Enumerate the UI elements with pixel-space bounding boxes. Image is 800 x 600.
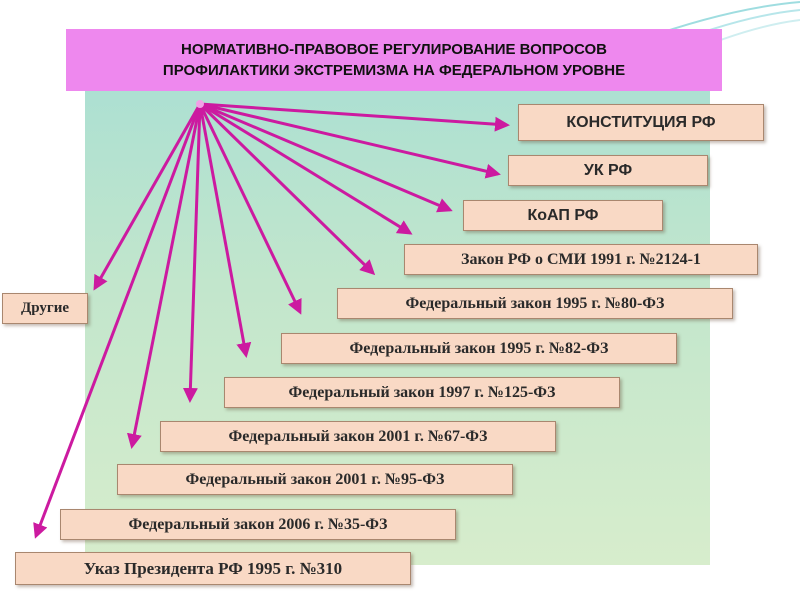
box-law-2006-35: Федеральный закон 2006 г. №35-ФЗ: [60, 509, 456, 540]
box-smi-law: Закон РФ о СМИ 1991 г. №2124-1: [404, 244, 758, 275]
title-line-1: НОРМАТИВНО-ПРАВОВОЕ РЕГУЛИРОВАНИЕ ВОПРОС…: [181, 41, 607, 58]
arrow-to-law-125: [198, 103, 252, 358]
box-law-1995-80: Федеральный закон 1995 г. №80-ФЗ: [337, 288, 733, 319]
box-law-1995-82: Федеральный закон 1995 г. №82-ФЗ: [281, 333, 677, 364]
arrow-to-other: [93, 103, 202, 291]
arrow-to-law-80: [198, 102, 376, 276]
arrow-to-decree: [33, 103, 202, 539]
box-law-2001-95: Федеральный закон 2001 г. №95-ФЗ: [117, 464, 513, 495]
arrow-to-uk: [199, 102, 501, 179]
box-law-2001-67: Федеральный закон 2001 г. №67-ФЗ: [160, 421, 556, 452]
arrow-to-smi: [199, 102, 413, 235]
arrow-to-law-95: [126, 103, 202, 449]
box-constitution: КОНСТИТУЦИЯ РФ: [518, 104, 764, 141]
arrow-to-law-67: [182, 103, 202, 403]
box-koap: КоАП РФ: [463, 200, 663, 231]
arrow-to-constitution: [199, 102, 510, 132]
box-presidential-decree: Указ Президента РФ 1995 г. №310: [15, 552, 411, 585]
arrow-to-law-82: [198, 103, 302, 315]
box-uk: УК РФ: [508, 155, 708, 186]
arrows-origin: [196, 100, 204, 108]
title-line-2: ПРОФИЛАКТИКИ ЭКСТРЕМИЗМА НА ФЕДЕРАЛЬНОМ …: [162, 62, 626, 79]
arrow-to-koap: [199, 102, 453, 213]
diagram-title: НОРМАТИВНО-ПРАВОВОЕ РЕГУЛИРОВАНИЕ ВОПРОС…: [66, 29, 722, 91]
box-law-1997-125: Федеральный закон 1997 г. №125-ФЗ: [224, 377, 620, 408]
box-other: Другие: [2, 293, 88, 324]
